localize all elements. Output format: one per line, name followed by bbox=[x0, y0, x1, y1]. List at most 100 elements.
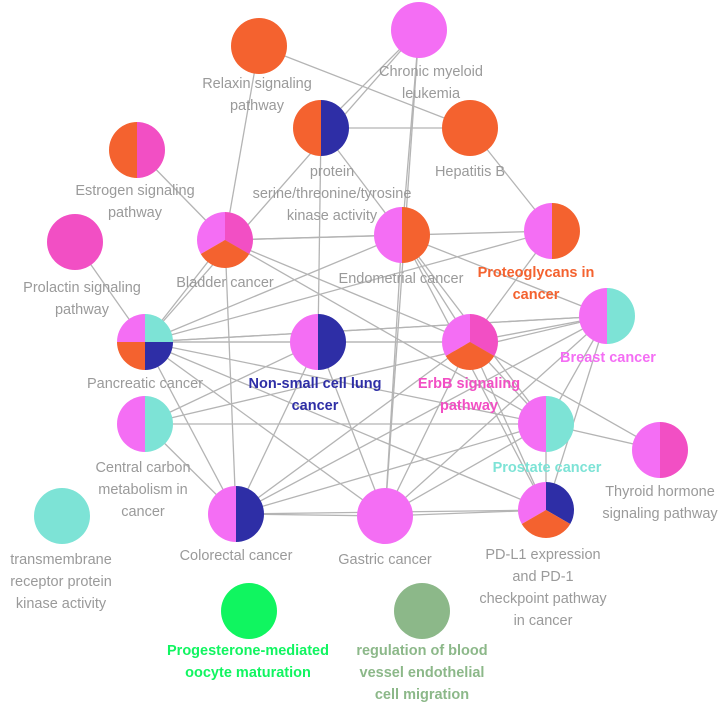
label-breast-line-0: Breast cancer bbox=[560, 350, 656, 366]
node-cml-slice-0 bbox=[391, 2, 447, 58]
edge-prostate-colorectal bbox=[235, 423, 547, 515]
edge-erbb-thyroid bbox=[469, 341, 661, 451]
label-erbb-line-1: pathway bbox=[440, 398, 498, 414]
edge-erbb-pdl1 bbox=[469, 341, 547, 511]
node-proteoglycans-slice-0 bbox=[524, 203, 552, 259]
edge-bladder-prostate bbox=[224, 239, 547, 425]
edge-endometrial-gastric bbox=[384, 234, 403, 517]
node-progesterone[interactable] bbox=[221, 583, 277, 639]
label-pdl1-line-3: in cancer bbox=[514, 613, 573, 629]
node-endometrial-slice-0 bbox=[374, 207, 402, 263]
label-estrogen-line-1: pathway bbox=[108, 205, 163, 221]
edge-nsclc-central bbox=[144, 341, 319, 425]
label-tmrpk-line-1: receptor protein bbox=[10, 574, 112, 590]
node-proteoglycans[interactable] bbox=[524, 203, 580, 259]
node-endometrial[interactable] bbox=[374, 207, 430, 263]
node-bladder-slice-2 bbox=[200, 240, 250, 269]
label-hepb-line-0: Hepatitis B bbox=[435, 164, 505, 180]
label-prolactin-line-0: Prolactin signaling bbox=[23, 280, 141, 296]
label-erbb-line-0: ErbB signaling bbox=[418, 376, 520, 392]
label-proteoglycans-line-0: Proteoglycans in bbox=[478, 265, 595, 281]
node-pancreatic-slice-1 bbox=[145, 314, 173, 342]
node-endometrial-slice-1 bbox=[402, 207, 430, 263]
label-progesterone-line-1: oocyte maturation bbox=[185, 665, 311, 681]
edge-erbb-gastric bbox=[384, 341, 471, 517]
node-estrogen[interactable] bbox=[109, 122, 165, 178]
node-proteoglycans-slice-1 bbox=[552, 203, 580, 259]
node-pancreatic[interactable] bbox=[117, 314, 173, 370]
node-hepb[interactable] bbox=[442, 100, 498, 156]
node-gastric[interactable] bbox=[357, 488, 413, 544]
label-colorectal-line-0: Colorectal cancer bbox=[180, 548, 293, 564]
label-bloodvessel-line-1: vessel endothelial bbox=[360, 665, 485, 681]
node-bladder[interactable] bbox=[197, 212, 253, 269]
label-erbb: ErbB signaling pathway bbox=[418, 376, 520, 414]
label-tmrpk-line-0: transmembrane bbox=[10, 552, 112, 568]
node-hepb-slice-0 bbox=[442, 100, 498, 156]
label-central-line-0: Central carbon bbox=[95, 460, 190, 476]
edge-bladder-colorectal bbox=[224, 239, 237, 515]
node-bloodvessel[interactable] bbox=[394, 583, 450, 639]
edge-endometrial-breast bbox=[401, 234, 608, 317]
label-gastric: Gastric cancer bbox=[338, 552, 432, 568]
edge-bladder-erbb bbox=[224, 239, 471, 343]
node-prostate[interactable] bbox=[518, 396, 574, 452]
node-prostate-slice-0 bbox=[518, 396, 546, 452]
node-pdl1[interactable] bbox=[518, 482, 575, 538]
label-bladder: Bladder cancer bbox=[176, 275, 274, 291]
node-bladder-slice-0 bbox=[197, 212, 225, 254]
label-endometrial-line-0: Endometrial cancer bbox=[339, 271, 464, 287]
node-colorectal[interactable] bbox=[208, 486, 264, 542]
edge-breast-gastric bbox=[384, 315, 608, 517]
label-endometrial: Endometrial cancer bbox=[339, 271, 464, 287]
node-estrogen-slice-1 bbox=[137, 122, 165, 178]
node-gastric-slice-0 bbox=[357, 488, 413, 544]
edge-breast-central bbox=[144, 315, 608, 425]
label-central-line-2: cancer bbox=[121, 504, 165, 520]
label-prolactin-line-1: pathway bbox=[55, 302, 110, 318]
node-prostate-slice-1 bbox=[546, 396, 574, 452]
node-tmrpk[interactable] bbox=[34, 488, 90, 544]
node-central[interactable] bbox=[117, 396, 173, 452]
label-nsclc-line-1: cancer bbox=[292, 398, 339, 414]
edge-cml-gastric bbox=[384, 29, 420, 517]
node-cml[interactable] bbox=[391, 2, 447, 58]
node-relaxin[interactable] bbox=[231, 18, 287, 74]
label-kinase-line-2: kinase activity bbox=[287, 208, 378, 224]
edge-relaxin-bladder bbox=[224, 45, 260, 241]
node-estrogen-slice-0 bbox=[109, 122, 137, 178]
node-erbb-slice-2 bbox=[445, 342, 495, 371]
label-bladder-line-0: Bladder cancer bbox=[176, 275, 274, 291]
node-erbb[interactable] bbox=[442, 314, 498, 371]
node-pdl1-slice-0 bbox=[518, 482, 546, 524]
node-prolactin[interactable] bbox=[47, 214, 103, 270]
edge-pancreatic-pdl1 bbox=[144, 341, 547, 511]
label-kinase-line-0: protein bbox=[310, 164, 354, 180]
node-pdl1-slice-1 bbox=[546, 482, 575, 524]
node-thyroid[interactable] bbox=[632, 422, 688, 478]
label-breast: Breast cancer bbox=[560, 350, 656, 366]
edge-endometrial-pdl1 bbox=[401, 234, 547, 511]
edge-endometrial-pancreatic bbox=[144, 234, 403, 343]
node-nsclc[interactable] bbox=[290, 314, 346, 370]
node-breast[interactable] bbox=[579, 288, 635, 344]
label-cml-line-0: Chronic myeloid bbox=[379, 64, 483, 80]
edge-prostate-gastric bbox=[384, 423, 547, 517]
label-prostate: Prostate cancer bbox=[493, 460, 602, 476]
node-central-slice-0 bbox=[117, 396, 145, 452]
node-layer bbox=[34, 2, 688, 639]
node-kinase[interactable] bbox=[293, 100, 349, 156]
node-pancreatic-slice-3 bbox=[117, 342, 145, 370]
edge-cml-pancreatic bbox=[144, 29, 420, 343]
node-tmrpk-slice-0 bbox=[34, 488, 90, 544]
label-relaxin-line-0: Relaxin signaling bbox=[202, 76, 312, 92]
node-erbb-slice-1 bbox=[470, 314, 498, 356]
